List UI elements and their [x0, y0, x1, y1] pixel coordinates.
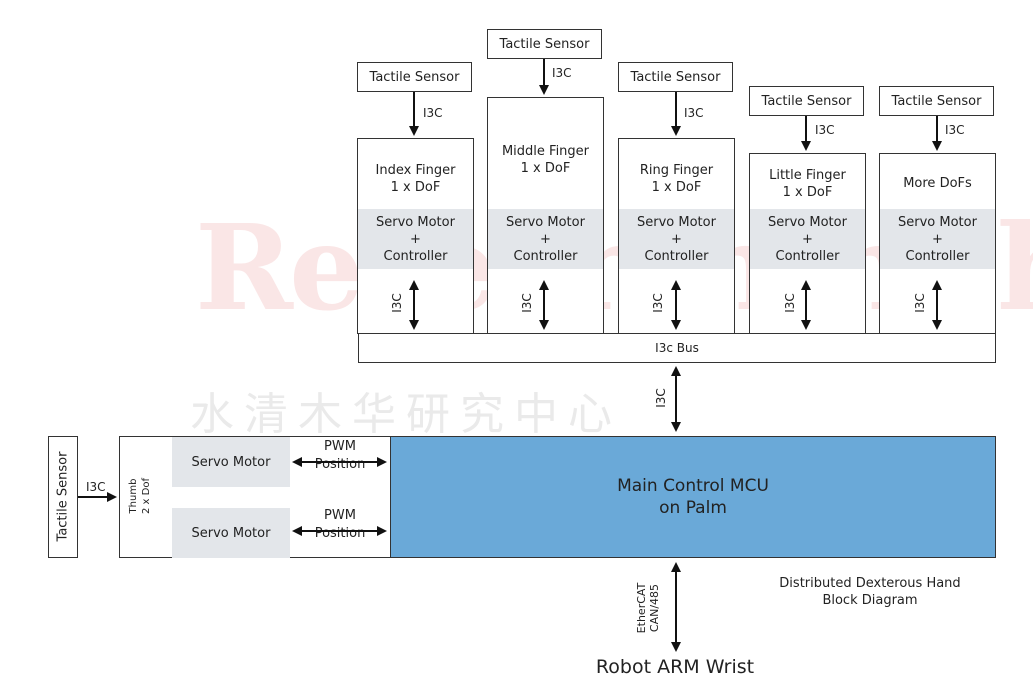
i3c-label-more-sensor: I3C	[945, 123, 965, 137]
i3c-label-index-bus: I3C	[389, 293, 404, 313]
tactile-sensor-middle: Tactile Sensor	[487, 29, 602, 59]
tactile-sensor-little: Tactile Sensor	[749, 86, 864, 116]
robot-arm-wrist: Robot ARM Wrist	[595, 656, 755, 678]
tactile-sensor-more: Tactile Sensor	[879, 86, 994, 116]
thumb-servo-motor-2: Servo Motor	[172, 508, 290, 558]
finger-little-servo: Servo Motor+Controller	[750, 209, 865, 269]
i3c-label-bus-mcu: I3C	[653, 388, 668, 408]
finger-more-dofs-box: More DoFs Servo Motor+Controller	[879, 153, 996, 334]
i3c-label-middle-sensor: I3C	[552, 66, 572, 80]
i3c-label-index-sensor: I3C	[423, 106, 443, 120]
tactile-sensor-index: Tactile Sensor	[357, 62, 472, 92]
tactile-sensor-ring: Tactile Sensor	[618, 62, 733, 92]
i3c-label-ring-bus: I3C	[650, 293, 665, 313]
watermark-chinese: 水清木华研究中心	[190, 389, 622, 440]
finger-index-servo: Servo Motor+Controller	[358, 209, 473, 269]
finger-more-dofs-servo: Servo Motor+Controller	[880, 209, 995, 269]
i3c-label-little-sensor: I3C	[815, 123, 835, 137]
i3c-bus: I3c Bus	[358, 333, 996, 363]
thumb-servo-motor-1: Servo Motor	[172, 437, 290, 487]
finger-middle-servo: Servo Motor+Controller	[488, 209, 603, 269]
i3c-label-little-bus: I3C	[782, 293, 797, 313]
thumb-tactile-sensor	[48, 436, 78, 558]
i3c-label-ring-sensor: I3C	[684, 106, 704, 120]
finger-more-dofs-label: More DoFs	[903, 176, 972, 191]
finger-ring-servo: Servo Motor+Controller	[619, 209, 734, 269]
i3c-label-thumb-sensor: I3C	[86, 480, 106, 494]
i3c-label-more-bus: I3C	[912, 293, 927, 313]
thumb-tactile-sensor-label: Tactile Sensor	[55, 451, 71, 542]
i3c-label-middle-bus: I3C	[519, 293, 534, 313]
